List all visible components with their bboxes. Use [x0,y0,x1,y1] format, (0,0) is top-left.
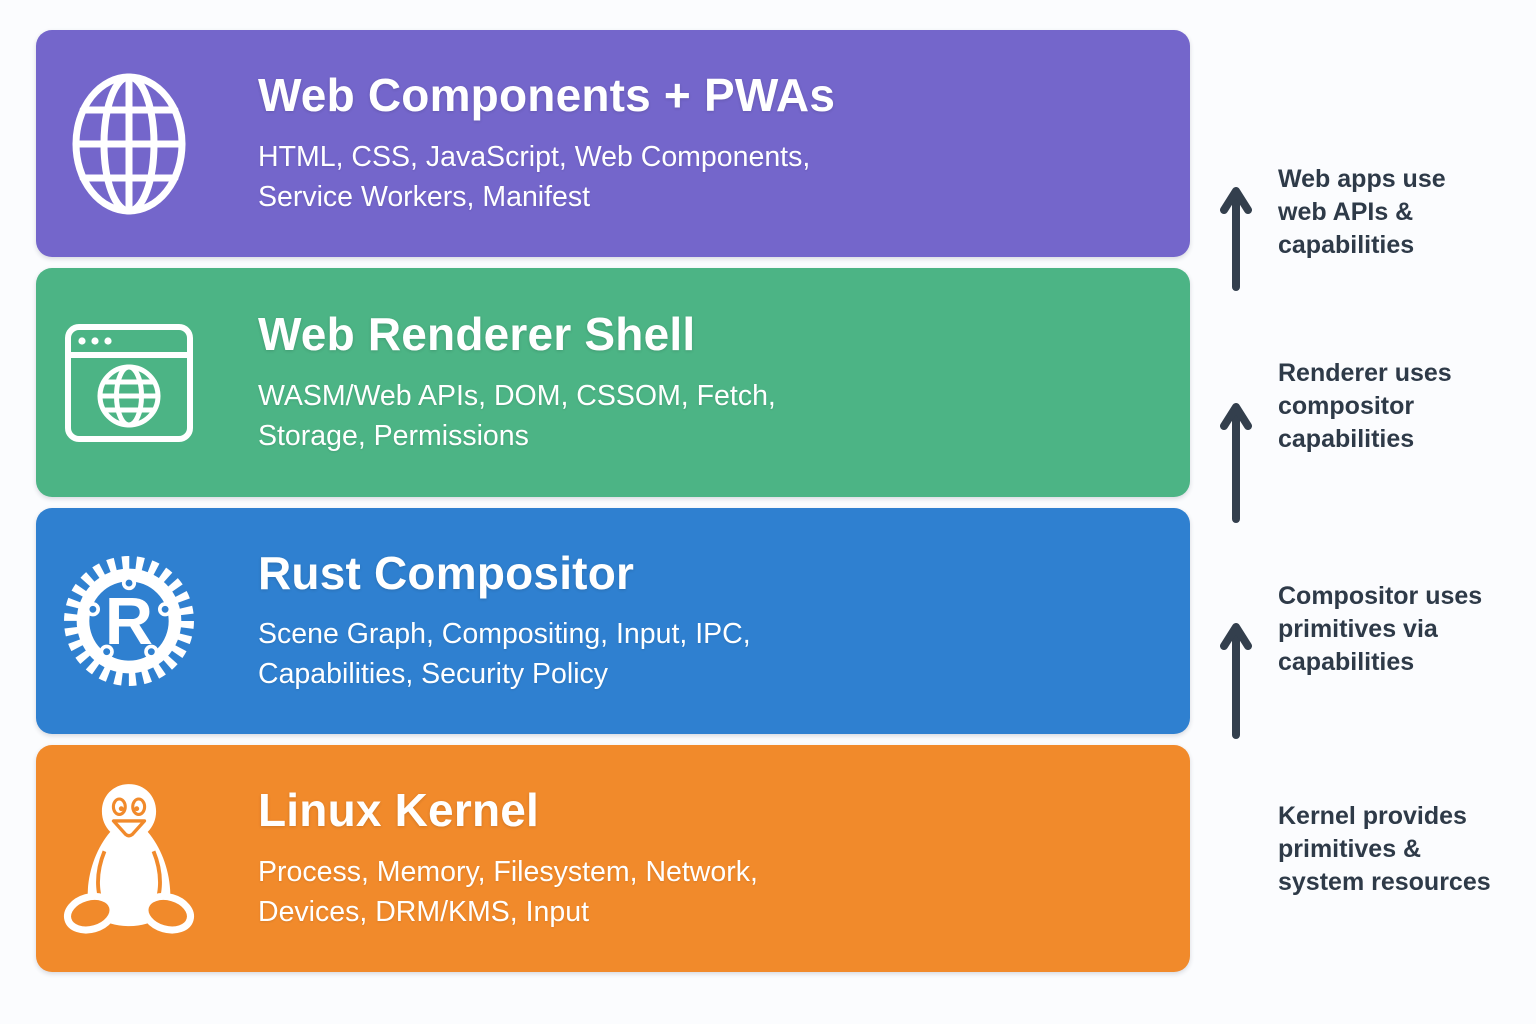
layer-web-renderer-shell: Web Renderer Shell WASM/Web APIs, DOM, C… [36,268,1190,497]
layer-subtitle: Scene Graph, Compositing, Input, IPC, Ca… [258,618,751,691]
browser-window-icon [36,323,222,443]
layer-subtitle: Process, Memory, Filesystem, Network, De… [258,855,758,928]
layer-title: Rust Compositor [258,546,635,599]
up-arrow-icon [1219,622,1253,740]
up-arrow-icon [1219,402,1253,524]
layer-subtitle: HTML, CSS, JavaScript, Web Components, S… [258,140,811,213]
rust-gear-logo-icon: R [36,552,222,690]
up-arrow-icon [1219,186,1253,292]
layer-title: Web Components + PWAs [258,69,836,122]
svg-text:R: R [105,585,153,659]
layer-web-components-pwas: Web Components + PWAs HTML, CSS, JavaScr… [36,30,1190,257]
layer-title: Linux Kernel [258,784,540,837]
layer-rust-compositor: R Rust Compositor Scene Graph, Compositi… [36,508,1190,734]
annotation-kernel: Kernel provides primitives & system reso… [1278,802,1491,896]
annotation-renderer: Renderer uses compositor capabilities [1278,359,1452,453]
tux-penguin-icon [36,779,222,939]
annotation-compositor: Compositor uses primitives via capabilit… [1278,582,1483,676]
layer-linux-kernel: Linux Kernel Process, Memory, Filesystem… [36,745,1190,972]
layer-title: Web Renderer Shell [258,308,696,361]
globe-icon [36,70,222,218]
layer-subtitle: WASM/Web APIs, DOM, CSSOM, Fetch, Storag… [258,379,776,452]
annotation-web-apps: Web apps use web APIs & capabilities [1278,165,1446,259]
